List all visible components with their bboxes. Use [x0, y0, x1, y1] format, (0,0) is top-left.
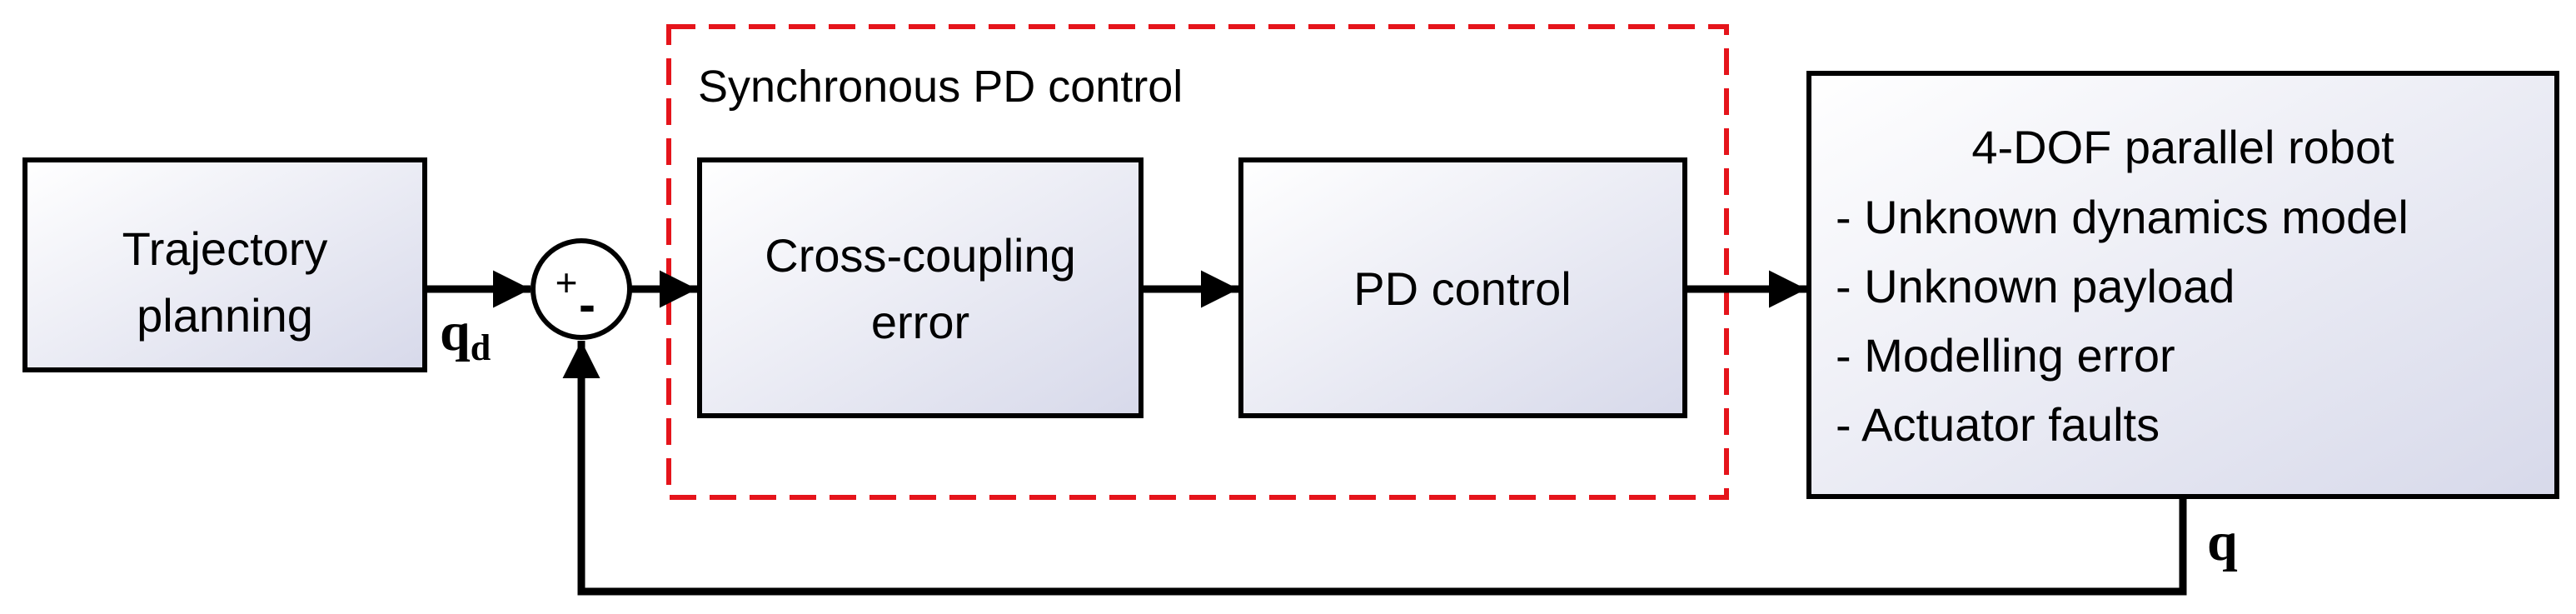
synchronous-pd-group-border: [666, 24, 1729, 500]
cross-coupling-label-line2: error: [871, 296, 969, 348]
summing-plus-sign: +: [556, 261, 578, 304]
parallel-robot-block: 4-DOF parallel robot - Unknown dynamics …: [1806, 71, 2559, 499]
trajectory-planning-label-line2: planning: [137, 289, 313, 342]
pd-control-block: PD control: [1238, 157, 1687, 418]
pd-control-label: PD control: [1353, 262, 1571, 315]
signal-qd-label: qd: [440, 302, 491, 368]
robot-title: 4-DOF parallel robot: [1971, 121, 2394, 173]
robot-item-4: - Actuator faults: [1836, 398, 2160, 451]
synchronous-pd-group-label: Synchronous PD control: [698, 62, 1183, 112]
signal-q-label: q: [2207, 512, 2238, 572]
summing-junction: + -: [531, 238, 632, 340]
robot-item-2: - Unknown payload: [1836, 260, 2235, 312]
robot-item-1: - Unknown dynamics model: [1836, 191, 2409, 243]
feedback-arrow-q: [562, 341, 2187, 596]
cross-coupling-label-line1: Cross-coupling: [765, 229, 1076, 282]
trajectory-planning-block: Trajectory planning: [22, 157, 427, 372]
trajectory-planning-label-line1: Trajectory: [122, 222, 328, 275]
summing-minus-sign: -: [579, 277, 595, 332]
robot-item-3: - Modelling error: [1836, 329, 2175, 382]
cross-coupling-error-block: Cross-coupling error: [697, 157, 1144, 418]
